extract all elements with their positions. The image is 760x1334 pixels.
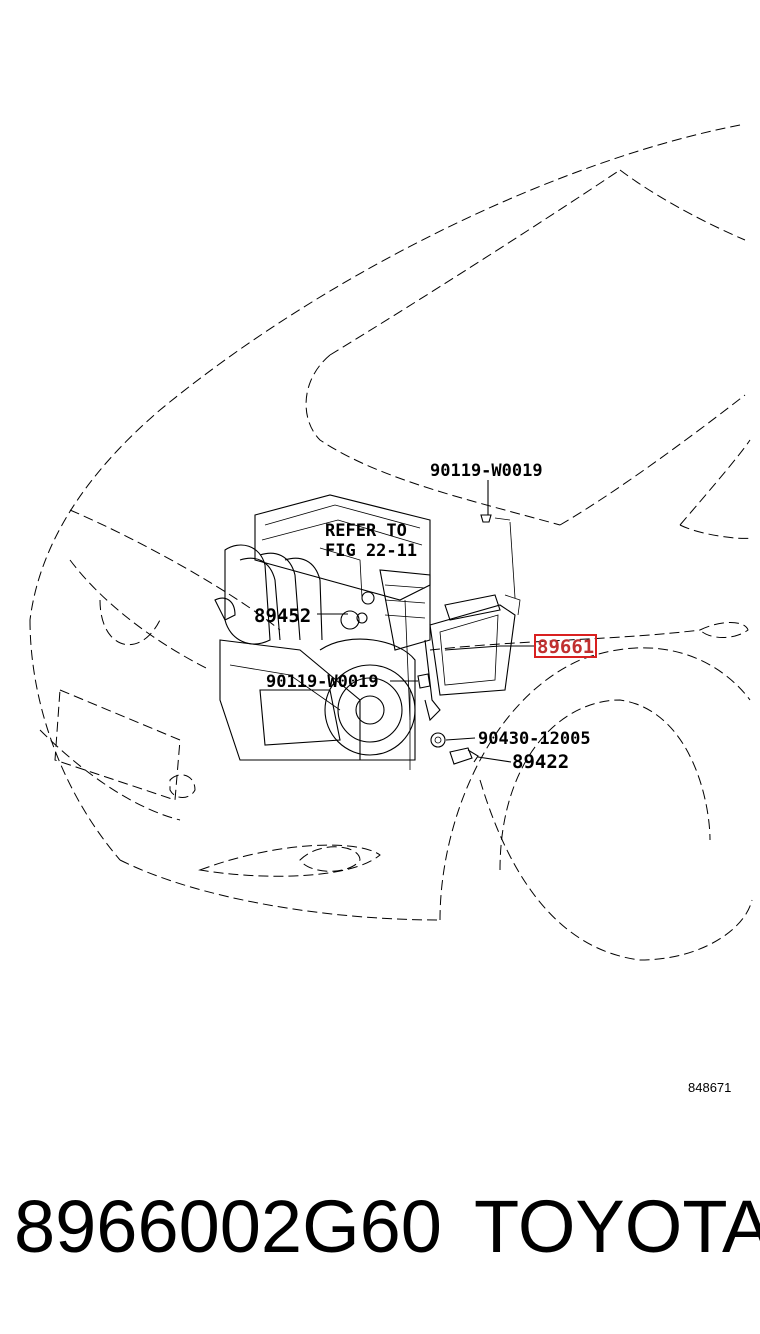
callout-bolt-lower: 90119-W0019: [266, 672, 379, 692]
callout-bolt-upper: 90119-W0019: [430, 461, 543, 481]
parts-diagram: 90119-W0019 REFER TO FIG 22-11 89452 896…: [29, 124, 753, 1095]
footer: 8966002G60 TOYOTA: [0, 1190, 760, 1290]
callout-gasket: 90430-12005: [478, 729, 591, 749]
ecu-callout-highlight: [534, 634, 597, 658]
callout-ecu[interactable]: 89661: [537, 636, 594, 658]
engine-assembly: [214, 494, 431, 761]
gasket-part: [430, 732, 446, 748]
car-body-outline: [29, 124, 753, 961]
brand-name: TOYOTA: [474, 1185, 760, 1268]
bolt-upper-part: [480, 514, 511, 523]
ecu-module: [424, 594, 521, 722]
leader-lines: [317, 480, 535, 770]
switch-part: [449, 747, 479, 765]
callout-switch: 89422: [512, 751, 569, 773]
part-number: 8966002G60: [14, 1185, 442, 1268]
callout-fig-ref: FIG 22-11: [325, 541, 417, 561]
callout-refer-to: REFER TO: [325, 521, 407, 541]
callout-sensor-left: 89452: [254, 605, 311, 627]
bolt-lower-part: [417, 673, 431, 689]
figure-number: 848671: [688, 1080, 731, 1095]
